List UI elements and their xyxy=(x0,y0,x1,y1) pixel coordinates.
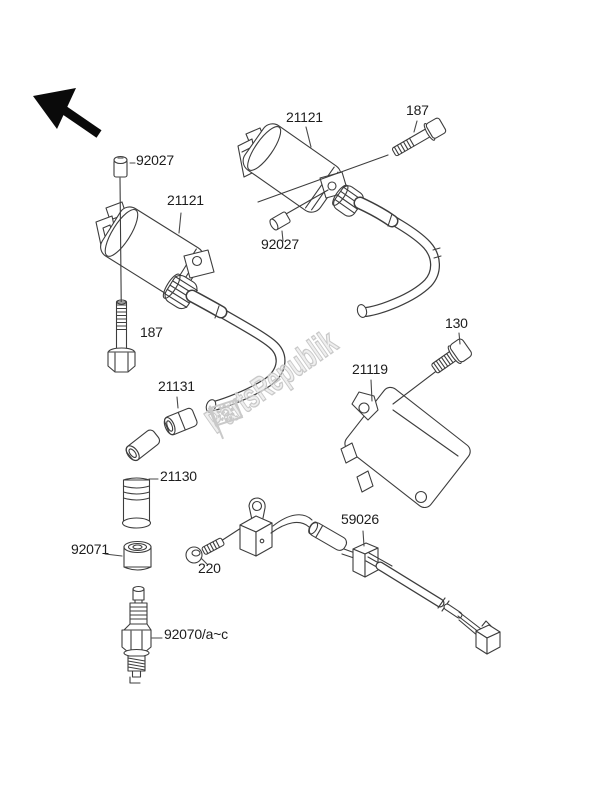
coil-right-screw-axis-line xyxy=(285,189,329,215)
plug-cap-elbow-drawing xyxy=(125,429,161,462)
terminal-nut-21131-drawing xyxy=(163,407,198,436)
screw-92027-right-drawing xyxy=(269,211,291,231)
plug-cap-boot-drawing xyxy=(121,477,152,529)
part-label-130: 130 xyxy=(445,315,468,331)
pickup-coil-drawing xyxy=(239,497,501,655)
pickup-screw-220-drawing xyxy=(185,537,225,564)
igniter-drawing xyxy=(340,386,471,509)
part-label-21119: 21119 xyxy=(352,361,388,377)
callout-leader-lines xyxy=(104,120,461,639)
part-label-21130: 21130 xyxy=(160,468,197,484)
part-label-220: 220 xyxy=(198,560,221,576)
bolt-187-left-drawing xyxy=(107,299,136,373)
resistor-cover-drawing xyxy=(123,540,152,571)
part-label-92027-right: 92027 xyxy=(261,236,299,252)
part-label-21121-left: 21121 xyxy=(167,192,204,208)
bolt-130-drawing xyxy=(431,338,473,374)
part-label-187-left: 187 xyxy=(140,324,163,340)
part-label-92027-left: 92027 xyxy=(136,152,174,168)
orientation-arrow-icon xyxy=(33,88,102,138)
coil-right-bolt-axis-line xyxy=(257,154,389,203)
part-label-59026: 59026 xyxy=(341,511,379,527)
bolt-187-right-drawing xyxy=(391,117,447,157)
part-label-21121-right: 21121 xyxy=(286,109,323,125)
part-label-187-right: 187 xyxy=(406,102,429,118)
part-label-92070: 92070/a~c xyxy=(164,626,228,642)
part-label-21131: 21131 xyxy=(158,378,195,394)
igniter-bolt-axis-line xyxy=(392,365,444,405)
ignition-coil-left-drawing xyxy=(95,201,286,413)
ignition-coil-right-drawing xyxy=(237,123,442,318)
part-label-92071: 92071 xyxy=(71,541,109,557)
spark-plug-drawing xyxy=(121,585,152,684)
screw-92027-left-drawing xyxy=(113,155,128,178)
pickup-screw-axis-line xyxy=(220,527,242,542)
